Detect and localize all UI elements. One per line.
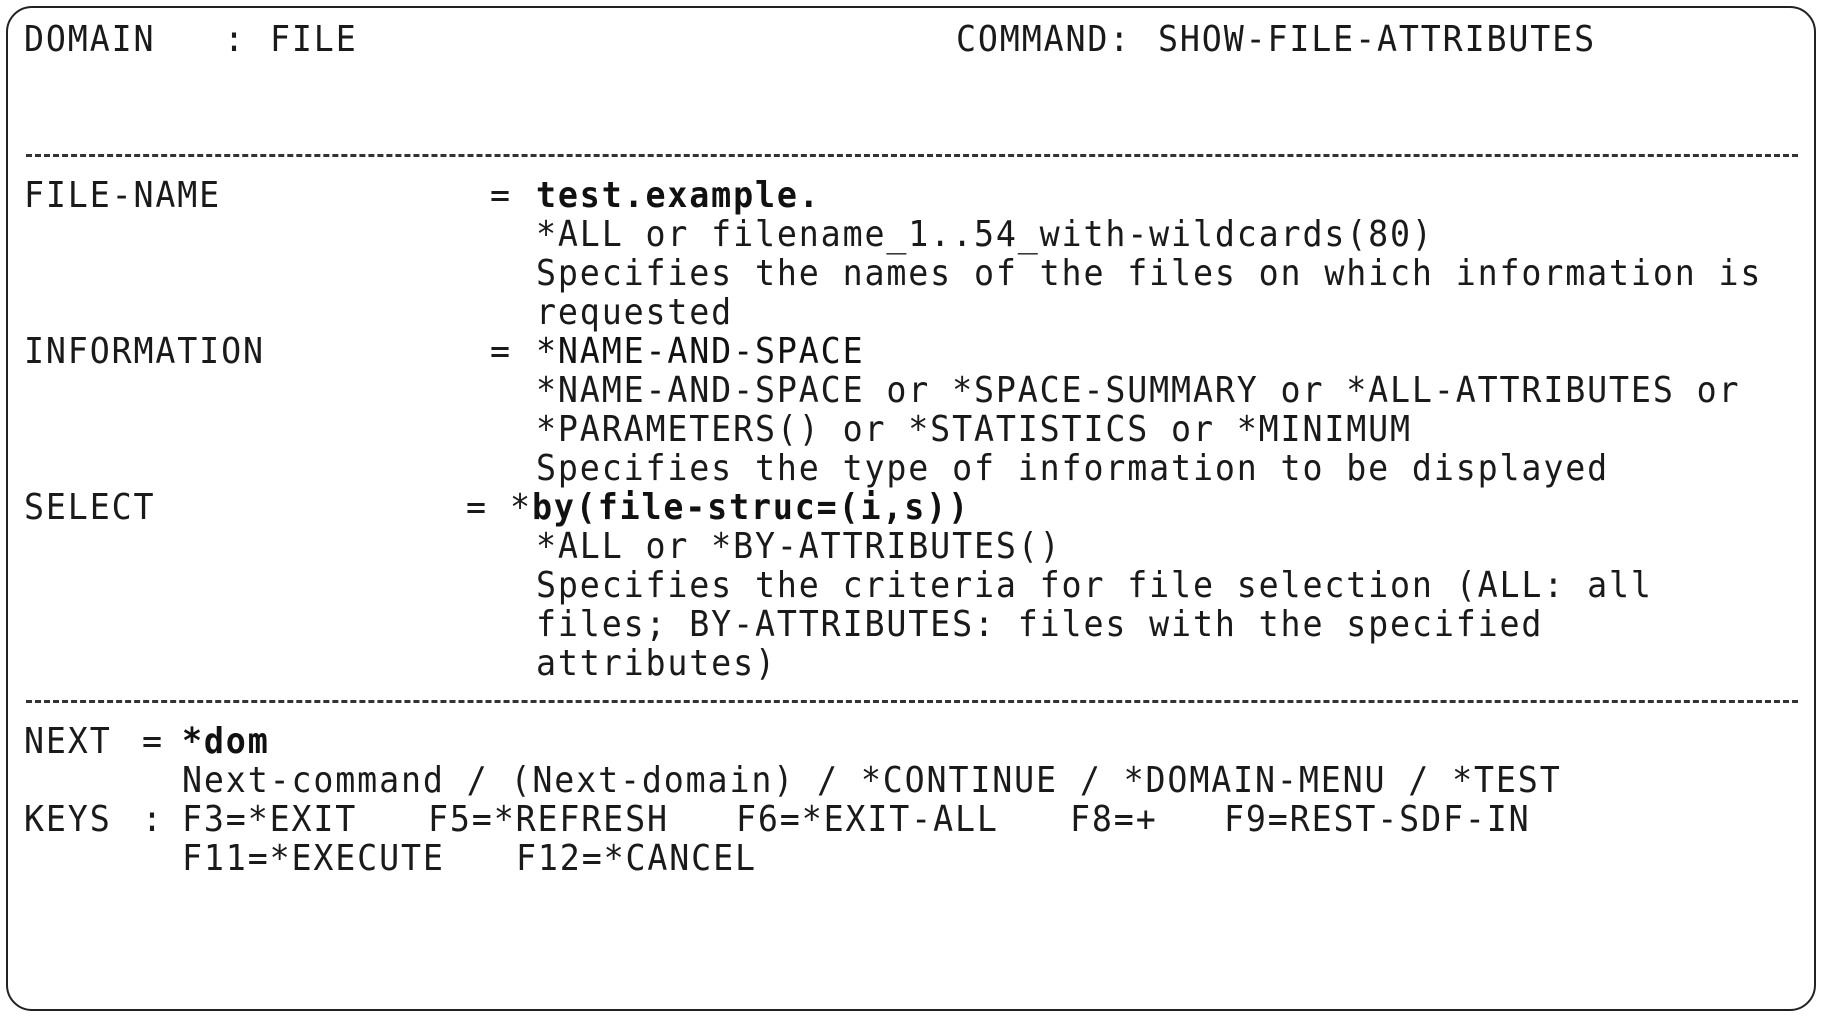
key-f11-execute[interactable]: F11=*EXECUTE	[182, 838, 445, 879]
bottom-divider	[26, 700, 1798, 703]
file-name-help-2: Specifies the names of the files on whic…	[536, 253, 1763, 294]
select-prefix: *	[510, 487, 532, 528]
information-help-3: Specifies the type of information to be …	[536, 448, 1610, 489]
key-f9-rest-sdf-in[interactable]: F9=REST-SDF-IN	[1224, 799, 1531, 840]
select-label: SELECT	[24, 487, 156, 528]
information-input[interactable]	[536, 332, 1054, 371]
file-name-equals: =	[490, 175, 512, 216]
select-help-2: Specifies the criteria for file selectio…	[536, 565, 1653, 606]
key-f8-plus[interactable]: F8=+	[1070, 799, 1158, 840]
next-label: NEXT	[24, 721, 112, 762]
command-label: COMMAND:	[956, 19, 1132, 60]
top-divider	[26, 154, 1798, 157]
key-f5-refresh[interactable]: F5=*REFRESH	[428, 799, 669, 840]
domain-label: DOMAIN	[24, 19, 156, 60]
information-help-2: *PARAMETERS() or *STATISTICS or *MINIMUM	[536, 409, 1412, 450]
domain-separator: :	[224, 19, 246, 60]
information-equals: =	[490, 331, 512, 372]
file-name-help-1: *ALL or filename_1..54_with-wildcards(80…	[536, 214, 1434, 255]
next-equals: =	[142, 721, 164, 762]
next-command-input[interactable]	[182, 722, 460, 761]
select-input[interactable]	[532, 488, 1087, 527]
select-equals: =	[466, 487, 488, 528]
next-help: Next-command / (Next-domain) / *CONTINUE…	[182, 760, 1562, 801]
information-help-1: *NAME-AND-SPACE or *SPACE-SUMMARY or *AL…	[536, 370, 1741, 411]
file-name-label: FILE-NAME	[24, 175, 222, 216]
keys-separator: :	[142, 799, 164, 840]
command-value: SHOW-FILE-ATTRIBUTES	[1158, 19, 1596, 60]
key-f6-exit-all[interactable]: F6=*EXIT-ALL	[736, 799, 999, 840]
keys-label: KEYS	[24, 799, 112, 840]
select-help-3: files; BY-ATTRIBUTES: files with the spe…	[536, 604, 1544, 645]
select-help-1: *ALL or *BY-ATTRIBUTES()	[536, 526, 1062, 567]
domain-value: FILE	[270, 19, 358, 60]
select-help-4: attributes)	[536, 643, 777, 684]
key-f12-cancel[interactable]: F12=*CANCEL	[516, 838, 757, 879]
file-name-input[interactable]	[536, 176, 1054, 215]
key-f3-exit[interactable]: F3=*EXIT	[182, 799, 358, 840]
file-name-help-3: requested	[536, 292, 734, 333]
terminal-screen: DOMAIN : FILE COMMAND: SHOW-FILE-ATTRIBU…	[6, 6, 1816, 1011]
information-label: INFORMATION	[24, 331, 265, 372]
